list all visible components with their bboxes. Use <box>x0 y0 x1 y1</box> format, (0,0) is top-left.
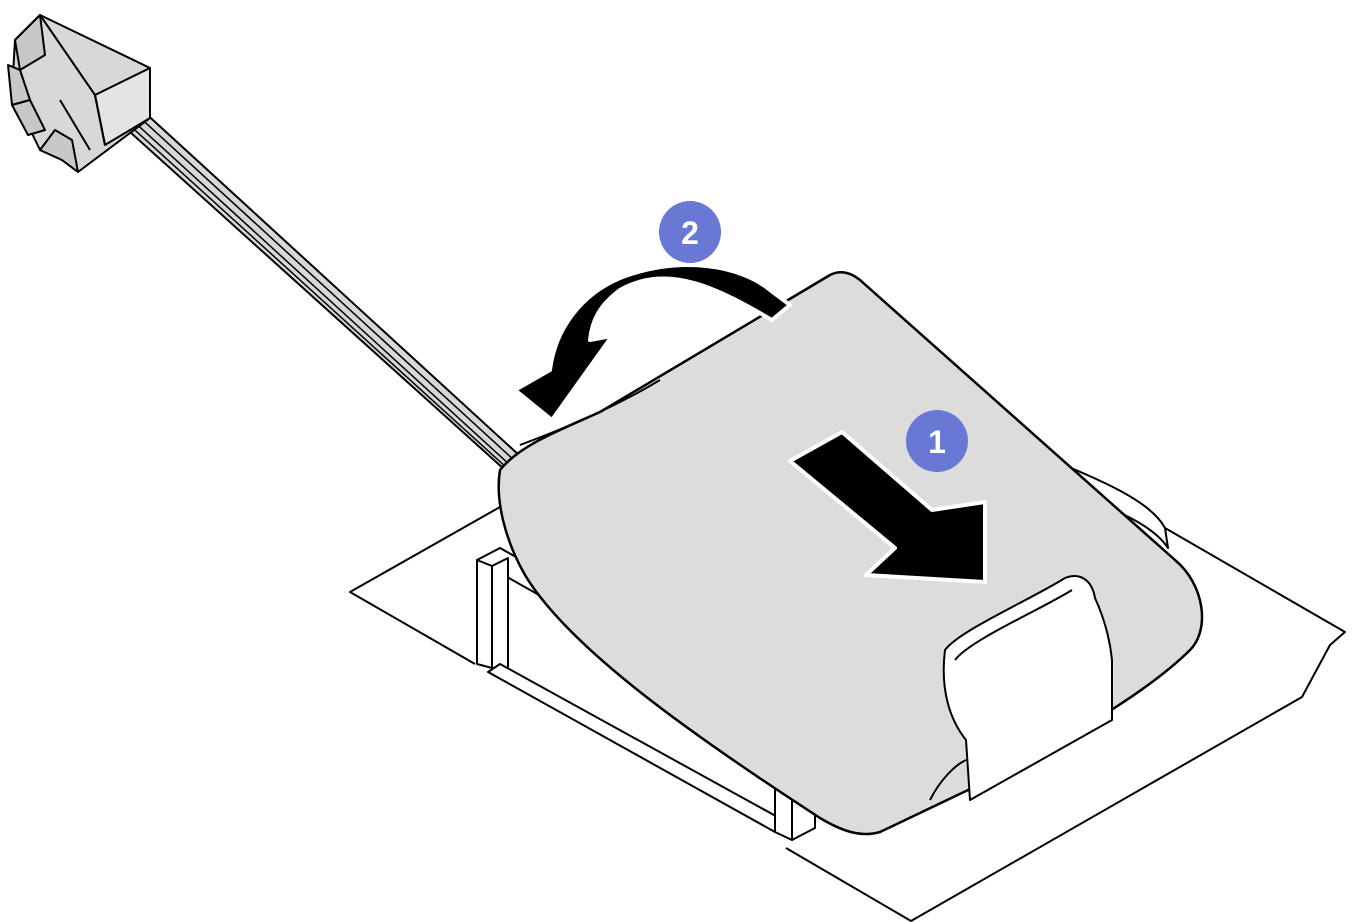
battery-pack <box>497 271 1204 836</box>
step-1-callout: 1 <box>906 410 968 472</box>
battery-cable <box>99 87 521 471</box>
holder-latch <box>929 575 1113 801</box>
power-connector-icon <box>7 14 151 173</box>
base-plate <box>349 506 1346 922</box>
step-1-label: 1 <box>928 424 946 460</box>
step-2-callout: 2 <box>659 201 721 263</box>
straight-arrow-icon <box>788 430 987 584</box>
step-2-label: 2 <box>681 215 699 251</box>
curved-arrow-icon <box>513 263 792 422</box>
